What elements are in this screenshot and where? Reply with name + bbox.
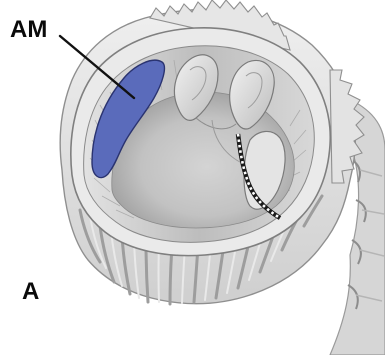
panel-letter: A	[22, 280, 39, 304]
region-label: AM	[10, 18, 47, 42]
